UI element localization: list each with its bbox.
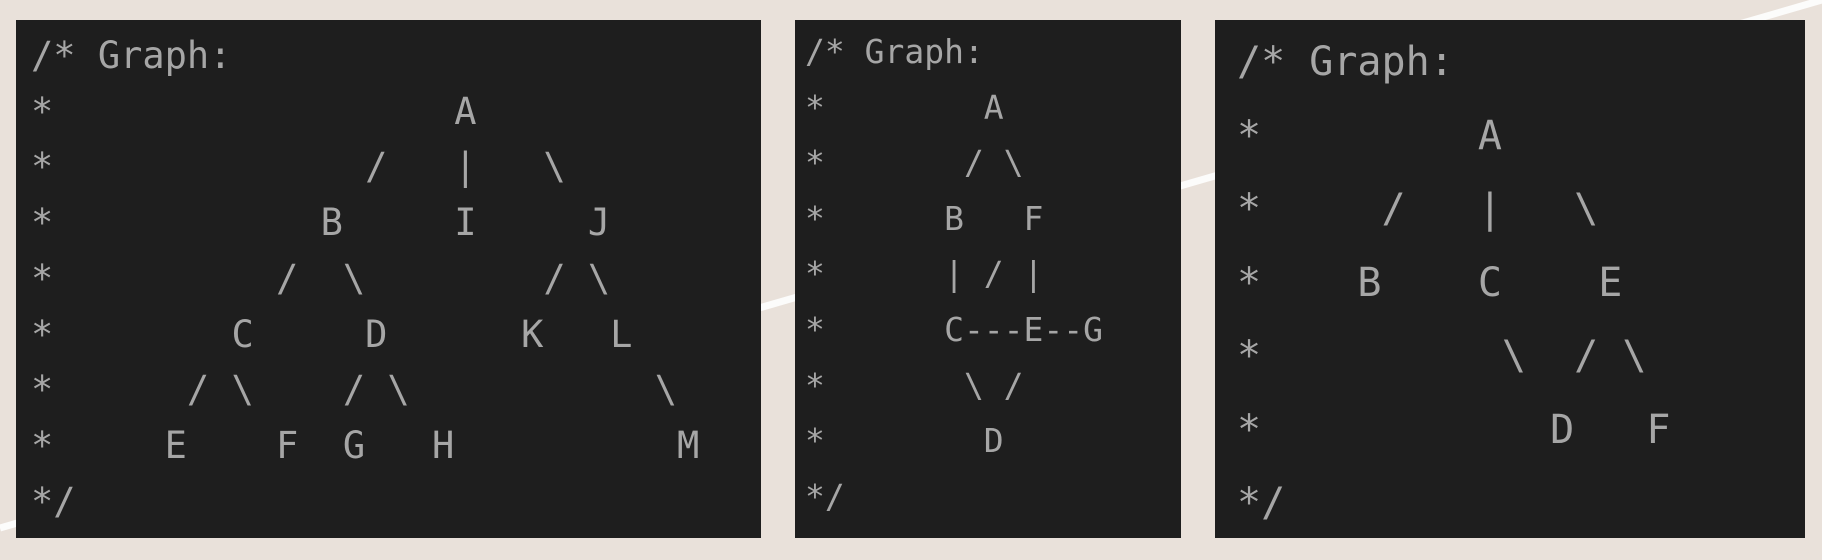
code-line: * / | \ [31, 145, 566, 189]
code-line: * D [805, 421, 1004, 461]
code-line: */ [805, 476, 845, 516]
code-line: * D F [1237, 406, 1671, 453]
code-line: * / \ [805, 143, 1024, 183]
code-line: * | / | [805, 254, 1044, 294]
code-line: * \ / \ [1237, 333, 1647, 379]
code-panel-tree-graph: /* Graph: * A * / | \ * B I J * / \ / \ * C D… [16, 20, 761, 538]
code-line: * B I J [31, 201, 611, 245]
code-line: * E F G H M [31, 423, 700, 467]
code-line: * / \ / \ [31, 256, 611, 300]
code-line: * B F [805, 198, 1044, 238]
code-line: * A [805, 87, 1004, 127]
code-line: * C D K L [31, 312, 633, 356]
code-line: /* Graph: [1237, 39, 1454, 85]
code-comment-block: /* Graph: * A * / | \ * B C E * \ / \ * D F */ [1237, 26, 1670, 538]
code-line: * A [31, 89, 477, 133]
code-line: * / \ / \ \ [31, 368, 678, 412]
code-line: * C---E--G [805, 309, 1104, 349]
code-line: * \ / [805, 365, 1024, 405]
code-line: * / | \ [1237, 186, 1599, 232]
code-panel-dag-graph: /* Graph: * A * / | \ * B C E * \ / \ * D F */ [1215, 20, 1805, 538]
code-line: */ [31, 479, 76, 523]
code-panel-cyclic-graph: /* Graph: * A * / \ * B F * | / | * C---E--G *… [795, 20, 1181, 538]
code-line: /* Graph: [805, 32, 984, 71]
code-line: */ [1237, 480, 1286, 526]
code-line: * A [1237, 112, 1502, 159]
code-line: /* Graph: [31, 34, 232, 77]
code-comment-block: /* Graph: * A * / \ * B F * | / | * C---E--G *… [805, 24, 1103, 524]
code-comment-block: /* Graph: * A * / | \ * B I J * / \ / \ * C D… [31, 28, 699, 529]
code-line: * B C E [1237, 259, 1623, 306]
